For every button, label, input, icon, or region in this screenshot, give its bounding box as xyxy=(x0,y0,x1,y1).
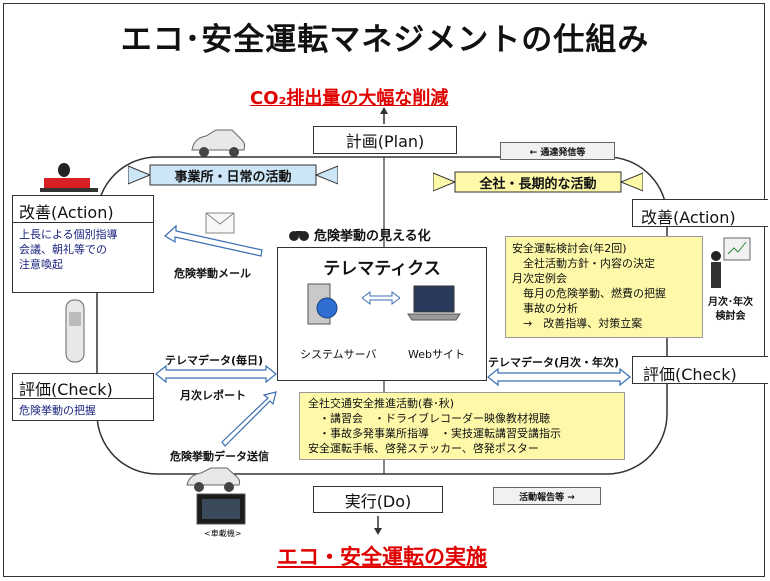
meeting-icon xyxy=(38,160,100,200)
website-label: Webサイト xyxy=(408,348,465,361)
car-icon-bottom xyxy=(183,465,243,497)
report-scroll: 活動報告等 → xyxy=(493,487,601,505)
danger-mail-label: 危険挙動メール xyxy=(174,267,251,280)
right-action-box: 改善(Action) xyxy=(632,199,768,227)
plan-box: 計画(Plan) xyxy=(313,126,457,154)
left-action-header: 改善(Action) xyxy=(13,196,153,223)
nationwide-line-1: 全社交通安全推進活動(春･秋) xyxy=(308,397,455,410)
mail-icon xyxy=(205,212,235,238)
telematics-box: テレマティクス システムサーバ Webサイト xyxy=(277,247,487,381)
onboard-device-icon xyxy=(196,493,246,529)
right-activity-line-5: 事故の分析 xyxy=(512,302,578,315)
left-action-line-2: 会議、朝礼等での xyxy=(19,243,107,256)
binoculars-icon xyxy=(288,228,310,246)
monthly-meeting-label: 月次･年次検討会 xyxy=(708,297,753,322)
left-banner: 事業所・日常の活動 xyxy=(128,164,338,186)
nationwide-line-3: ・事故多発事業所指導 ・実技運転講習受講指示 xyxy=(308,427,561,440)
notice-scroll: ← 通達発信等 xyxy=(500,142,615,160)
nationwide-line-2: ・講習会 ・ドライブレコーダー映像教材視聴 xyxy=(308,412,550,425)
onboard-label: <車載機> xyxy=(204,529,242,538)
diagram-frame xyxy=(3,3,765,577)
right-banner: 全社・長期的な活動 xyxy=(433,171,643,193)
do-box: 実行(Do) xyxy=(313,486,443,513)
right-activity-line-3: 月次定例会 xyxy=(512,272,567,285)
right-check-box: 評価(Check) xyxy=(632,356,768,384)
left-action-line-3: 注意喚起 xyxy=(19,258,63,271)
car-icon-side xyxy=(64,296,86,370)
tele-daily-label: テレマデータ(毎日) xyxy=(165,354,264,367)
left-action-line-1: 上長による個別指導 xyxy=(19,228,118,241)
nationwide-line-4: 安全運転手帳、啓発ステッカー、啓発ポスター xyxy=(308,442,539,455)
right-activity-line-2: 全社活動方針・内容の決定 xyxy=(512,257,655,270)
co2-reduction-goal: CO₂排出量の大幅な削減 xyxy=(250,88,449,109)
page-title: エコ･安全運転マネジメントの仕組み xyxy=(120,22,650,58)
tele-monthly-label: テレマデータ(月次・年次) xyxy=(488,356,620,369)
right-banner-label: 全社・長期的な活動 xyxy=(479,176,597,192)
visualization-label: 危険挙動の見える化 xyxy=(288,225,431,246)
danger-send-label: 危険挙動データ送信 xyxy=(170,450,269,463)
car-icon-top xyxy=(188,126,248,162)
system-server-label: システムサーバ xyxy=(300,348,377,361)
nationwide-activity-box: 全社交通安全推進活動(春･秋) ・講習会 ・ドライブレコーダー映像教材視聴 ・事… xyxy=(299,392,625,460)
presenter-icon xyxy=(706,236,752,298)
telematics-title: テレマティクス xyxy=(323,259,441,279)
left-banner-label: 事業所・日常の活動 xyxy=(174,169,292,185)
left-check-box: 評価(Check) 危険挙動の把握 xyxy=(12,373,154,421)
server-icon xyxy=(304,282,338,330)
left-action-box: 改善(Action) 上長による個別指導 会議、朝礼等での 注意喚起 xyxy=(12,195,154,293)
monthly-report-label: 月次レポート xyxy=(180,389,246,402)
right-activity-line-6: → 改善指導、対策立案 xyxy=(512,317,643,330)
left-check-header: 評価(Check) xyxy=(13,374,153,399)
right-activity-line-4: 毎月の危険挙動、燃費の把握 xyxy=(512,287,666,300)
left-check-line: 危険挙動の把握 xyxy=(19,404,96,417)
laptop-icon xyxy=(406,284,462,326)
right-activity-box: 安全運転検討会(年2回) 全社活動方針・内容の決定 月次定例会 毎月の危険挙動、… xyxy=(505,236,703,338)
eco-safe-driving-goal: エコ・安全運転の実施 xyxy=(277,545,487,569)
right-activity-line-1: 安全運転検討会(年2回) xyxy=(512,242,627,255)
